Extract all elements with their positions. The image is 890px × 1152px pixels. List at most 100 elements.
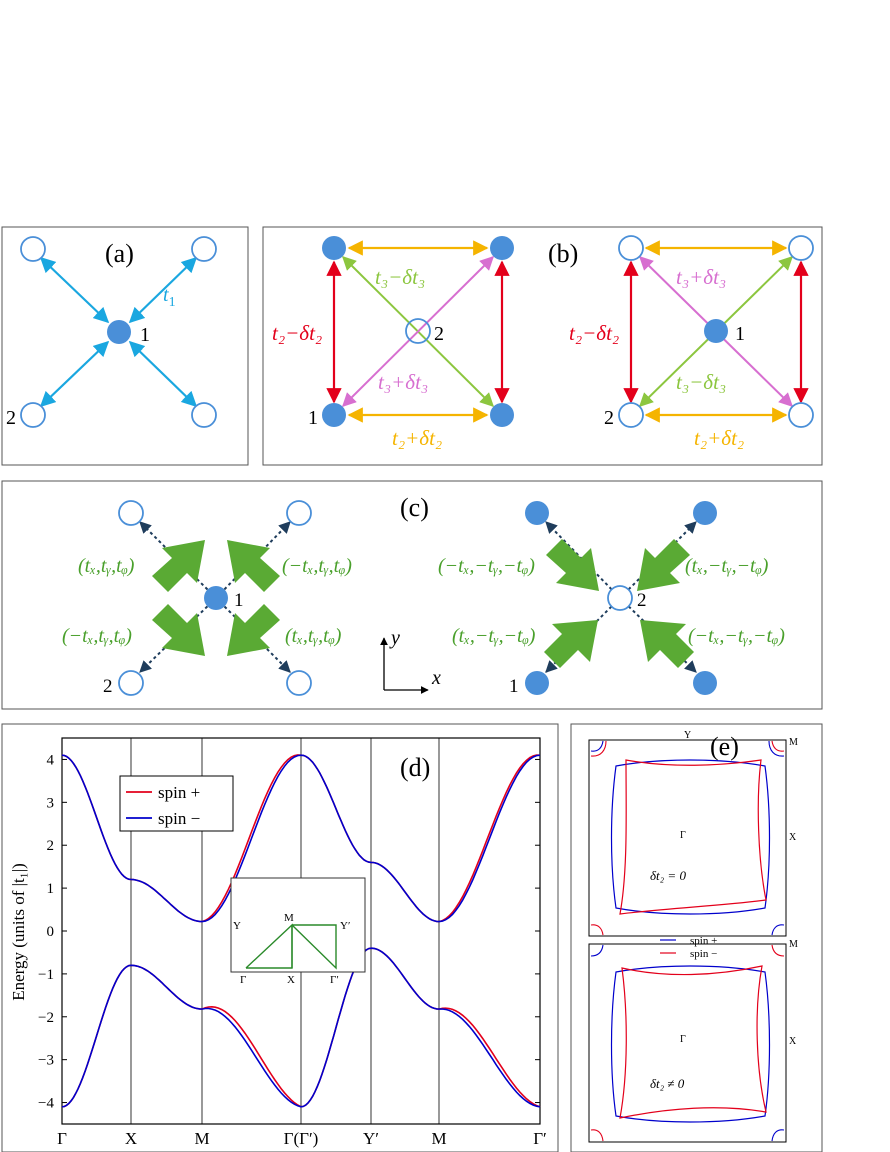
legend-e: spin + spin − xyxy=(660,935,717,960)
spin-arrow xyxy=(227,604,280,656)
coupling-label: (tₓ,−tᵧ,−tᵩ) xyxy=(452,625,536,647)
y-tick-label: −2 xyxy=(38,1010,54,1026)
site-label: 1 xyxy=(509,676,519,697)
filled-site xyxy=(693,671,717,695)
spin-arrow xyxy=(227,540,280,592)
filled-site xyxy=(107,320,131,344)
x-tick-label: Y′ xyxy=(363,1129,379,1148)
filled-site xyxy=(322,236,346,260)
fermi-contour-spin-plus xyxy=(610,965,771,1123)
empty-site xyxy=(788,235,814,261)
inset-label: Y xyxy=(233,920,241,932)
site-label: 2 xyxy=(604,407,614,429)
empty-site xyxy=(286,670,312,696)
legend: spin + spin − xyxy=(119,775,234,832)
empty-site xyxy=(286,500,312,526)
hop-label: t1 xyxy=(163,284,176,310)
inset-label: Y′ xyxy=(340,920,350,932)
panel-a: (a) t1 1 2 xyxy=(1,226,249,466)
spin-arrow xyxy=(640,620,694,668)
x-tick-label: Γ(Γ′) xyxy=(284,1129,319,1148)
empty-site xyxy=(118,670,144,696)
fermi-contour-spin-plus xyxy=(619,759,767,915)
coupling-label: (−tₓ,−tᵧ,−tᵩ) xyxy=(438,555,535,577)
site-label: 1 xyxy=(735,323,745,345)
axis-label: x xyxy=(431,667,441,689)
filled-site xyxy=(204,586,228,610)
panel-e-label: (e) xyxy=(710,732,739,761)
panel-a-label: (a) xyxy=(105,239,134,268)
site-label: 2 xyxy=(6,407,16,429)
fermi-surface-bottom xyxy=(588,943,787,1143)
spin-arrow xyxy=(546,539,599,591)
x-tick-label: M xyxy=(431,1129,446,1148)
y-tick-label: 0 xyxy=(47,924,55,940)
empty-site xyxy=(20,236,46,262)
band-upper-spin-minus xyxy=(61,754,541,923)
hop-arrow xyxy=(128,256,198,324)
hop-label: t₂−δt₂ xyxy=(272,321,322,345)
inset-label: M xyxy=(284,912,294,924)
band-lower-spin-minus xyxy=(61,947,541,1108)
filled-site xyxy=(525,501,549,525)
axes-indicator xyxy=(380,637,429,694)
panel-b: (b) 2 1 t₂−δt₂ t₃−δt₃ t₃+δt₃ t₂+δt₂ xyxy=(262,226,823,466)
coupling-label: (−tₓ,−tᵧ,−tᵩ) xyxy=(688,625,785,647)
coupling-label: (−tₓ,tᵧ,tᵩ) xyxy=(282,555,352,577)
hop-label: t₂+δt₂ xyxy=(694,426,744,450)
site-label: 2 xyxy=(637,590,647,611)
hop-arrow xyxy=(39,340,110,408)
y-tick-label: −3 xyxy=(38,1053,54,1069)
site-label: 2 xyxy=(434,323,444,345)
x-tick-label: Γ′ xyxy=(533,1129,547,1148)
empty-site xyxy=(191,236,217,262)
panel-e: (e) Y M X Γ M X Γ δt₂ = 0 xyxy=(570,723,823,1152)
y-tick-label: 2 xyxy=(47,838,55,854)
legend-label: spin + xyxy=(158,783,200,802)
hop-label: t₃+δt₃ xyxy=(676,265,726,289)
condition-label: δt₂ ≠ 0 xyxy=(650,1076,685,1091)
empty-site xyxy=(607,585,633,611)
bz-point-label: M xyxy=(789,737,798,748)
panel-d-label: (d) xyxy=(400,753,430,782)
y-tick-label: 1 xyxy=(47,881,55,897)
x-tick-label: M xyxy=(194,1129,209,1148)
coupling-label: (tₓ,tᵧ,tᵩ) xyxy=(78,555,135,577)
spin-arrow xyxy=(152,604,205,656)
site-label: 1 xyxy=(308,407,318,429)
hop-label: t₂−δt₂ xyxy=(569,321,619,345)
site-label: 2 xyxy=(103,676,113,697)
filled-site xyxy=(693,501,717,525)
bz-point-label: Γ xyxy=(680,830,686,841)
y-tick-label: 3 xyxy=(47,795,55,811)
panel-c: (c) 1 2 (tₓ,tᵧ,tᵩ) (−tₓ,tᵧ,tᵩ) (−tₓ,tᵧ,t… xyxy=(1,480,823,710)
site-label: 1 xyxy=(234,590,244,611)
bz-point-label: Y xyxy=(684,730,691,741)
filled-site xyxy=(704,319,728,343)
fermi-contour-spin-minus xyxy=(610,759,771,915)
y-tick-label: −4 xyxy=(38,1096,54,1112)
bz-inset: Y M Y′ Γ X Γ′ xyxy=(230,877,366,986)
hop-label: t₃−δt₃ xyxy=(676,370,726,394)
hop-label: t₃+δt₃ xyxy=(378,370,428,394)
inset-label: X xyxy=(287,974,295,986)
panel-c-label: (c) xyxy=(400,493,429,522)
filled-site xyxy=(525,671,549,695)
x-tick-label: X xyxy=(125,1129,137,1148)
spin-arrow xyxy=(544,620,598,668)
bz-point-label: X xyxy=(789,1036,797,1047)
empty-site xyxy=(405,318,431,344)
x-tick-label: Γ xyxy=(57,1129,67,1148)
bz-point-label: Γ xyxy=(680,1034,686,1045)
panel-b-label: (b) xyxy=(548,239,578,268)
hop-label: t₃−δt₃ xyxy=(375,265,425,289)
legend-label: spin − xyxy=(690,948,717,960)
axis-label: y xyxy=(389,627,400,649)
legend-label: spin + xyxy=(690,935,717,947)
lattice-b-right: 1 2 t₂−δt₂ t₃+δt₃ t₃−δt₃ t₂+δt₂ xyxy=(569,235,814,450)
legend-label: spin − xyxy=(158,809,200,828)
spin-arrow xyxy=(637,539,690,591)
hop-arrow xyxy=(128,340,198,408)
fermi-surface-top xyxy=(588,739,787,937)
